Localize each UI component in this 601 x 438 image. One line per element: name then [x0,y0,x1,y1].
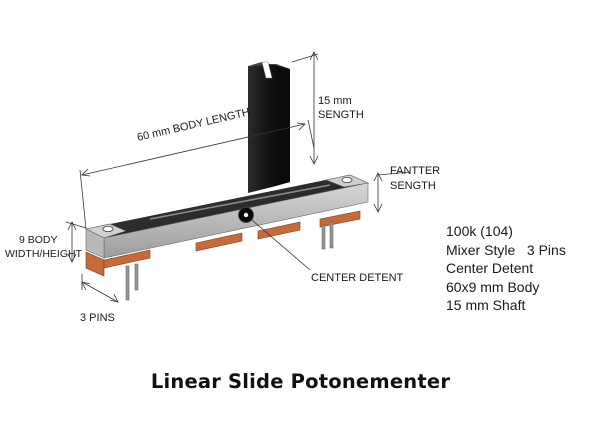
center-detent-highlight [243,212,249,218]
fantter-arrow-bottom [373,203,383,213]
body-length-arrow-left [81,168,91,177]
shaft-length-label-line2: SENGTH [318,109,364,121]
center-detent-label: CENTER DETENT [311,272,404,284]
slider-shaft-top [248,62,290,69]
fantter-label-line2: SENGTH [390,180,436,192]
slider-shaft-side [276,64,290,186]
spec-list: 100k (104) Mixer Style 3 Pins Center Det… [446,222,566,315]
spec-item: 15 mm Shaft [446,297,526,313]
spec-item: Mixer Style 3 Pins [446,241,566,258]
pcb-strip-2 [195,232,243,252]
spec-item: 60x9 mm Body [446,278,540,295]
body-height-label-line2: WIDTH/HEIGHT [5,248,83,260]
mounting-hole-right [341,176,353,183]
shaft-length-arrow-bottom [309,155,319,165]
fantter-arrow-top [373,172,383,182]
fantter-label-line1: FANTTER [390,165,440,177]
fantter-leader [377,171,411,176]
mounting-hole-left [102,225,114,232]
body-length-ext-left [79,169,87,230]
dimension-lines [65,51,411,303]
pcb-strip-left [85,251,105,277]
pin-4 [329,221,334,249]
center-detent-leader [251,219,311,271]
body-left-face [85,228,105,259]
pins-arrow-right [109,293,119,303]
body-height-arrow-top [67,221,77,231]
pin-2 [134,263,139,291]
pins-label: 3 PINS [80,312,115,324]
pin-1 [125,265,130,301]
shaft-top-ext [291,53,319,63]
shaft-length-arrow-top [309,51,319,61]
slider-slot [149,184,331,220]
body-height-label-line1: 9 BODY [19,234,58,246]
pcb-strip-1 [103,249,151,269]
spec-item: Center Detent [446,260,534,276]
shaft-length-label-line1: 15 mm [318,95,352,107]
body-length-ext-right [307,119,315,149]
spec-item: 100k (104) [446,223,513,239]
body-length-arrow-right [296,122,306,131]
body-height-arrow-bottom [67,253,77,263]
pins-dimension [81,281,119,303]
body-length-label: 60 mm BODY LENGTH [136,106,251,144]
slider-shaft-front [248,64,276,193]
body-length-dimension [81,123,306,176]
body-height-ext-top [65,221,87,229]
pin-3 [321,224,326,250]
slider-shaft-marker [261,61,273,79]
diagram-caption: Linear Slide Potonementer [150,370,451,393]
pcb-strip-4 [319,210,361,228]
